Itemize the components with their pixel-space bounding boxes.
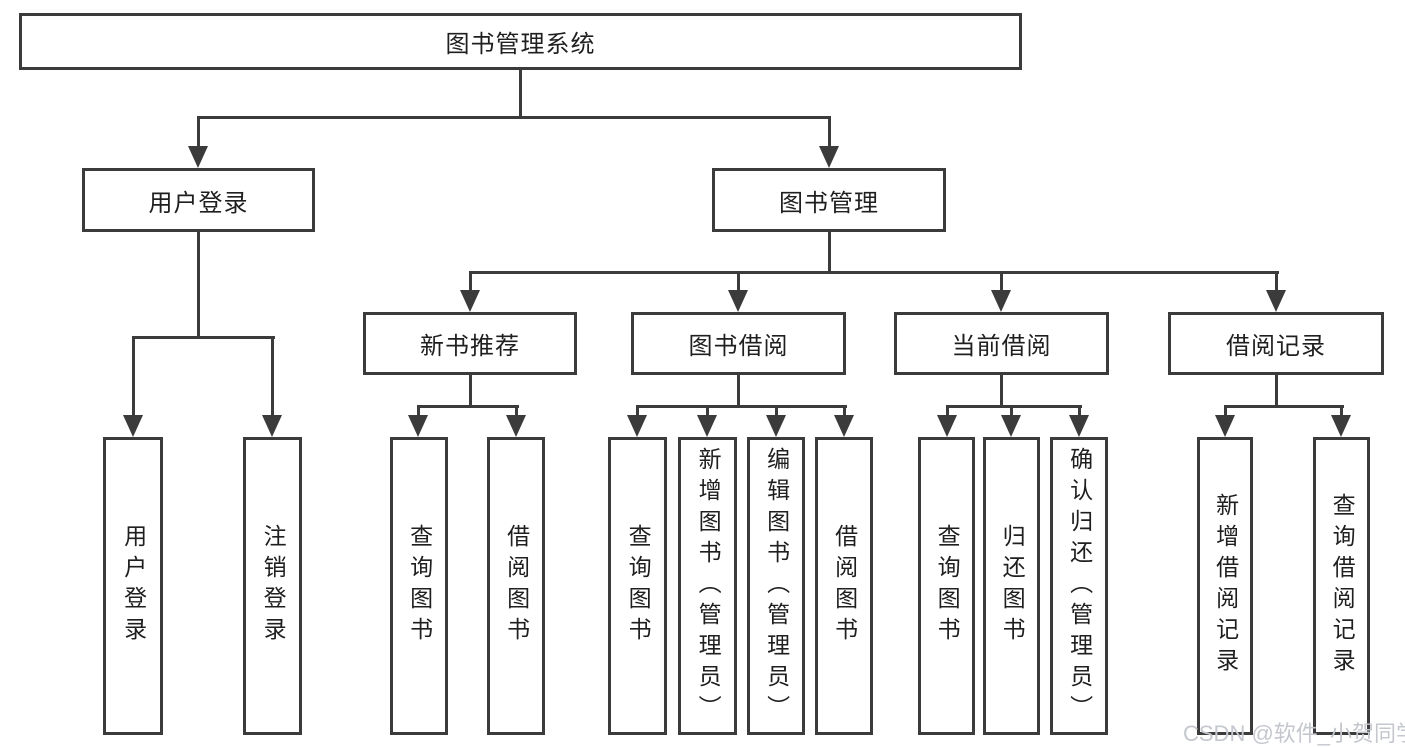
connector-line: [737, 372, 740, 407]
connector-line: [1340, 405, 1343, 417]
arrow-down-icon: [697, 415, 717, 437]
leaf-logout: 注销登录: [243, 437, 302, 735]
connector-line: [1275, 271, 1278, 293]
connector-line: [828, 116, 831, 148]
connector-line: [843, 405, 846, 417]
connector-line: [1000, 372, 1003, 407]
connector-line: [737, 271, 740, 293]
connector-line: [946, 405, 1082, 408]
node-label: 图书借阅: [688, 333, 789, 360]
leaf-confirm-return-admin: 确认归还（管理员）: [1050, 437, 1108, 735]
connector-line: [469, 271, 1279, 274]
connector-line: [417, 405, 420, 417]
leaf-label: 借阅图书: [831, 524, 858, 648]
arrow-down-icon: [819, 146, 839, 168]
arrow-down-icon: [991, 290, 1011, 312]
connector-line: [271, 336, 274, 417]
node-label: 新书推荐: [420, 333, 520, 360]
connector-line: [1000, 271, 1003, 293]
connector-line: [469, 372, 472, 407]
connector-line: [197, 116, 831, 119]
leaf-borrow-books-borrowing: 借阅图书: [815, 437, 873, 735]
connector-line: [519, 67, 522, 118]
leaf-label: 归还图书: [999, 524, 1026, 648]
arrow-down-icon: [460, 290, 480, 312]
connector-line: [1275, 372, 1278, 407]
connector-line: [132, 336, 275, 339]
leaf-label: 新增图书（管理员）: [695, 446, 722, 726]
leaf-query-books-current: 查询图书: [918, 437, 975, 735]
arrow-down-icon: [728, 290, 748, 312]
arrow-down-icon: [506, 415, 526, 437]
leaf-label: 编辑图书（管理员）: [763, 446, 790, 726]
leaf-query-borrow-record: 查询借阅记录: [1313, 437, 1370, 735]
node-new-book-recommend: 新书推荐: [363, 312, 577, 375]
arrow-down-icon: [1266, 290, 1286, 312]
arrow-down-icon: [766, 415, 786, 437]
node-borrowing-records: 借阅记录: [1168, 312, 1384, 375]
node-library-management-system: 图书管理系统: [19, 13, 1022, 70]
leaf-label: 查询借阅记录: [1329, 493, 1356, 679]
node-label: 当前借阅: [951, 333, 1052, 360]
connector-line: [197, 116, 200, 148]
leaf-label: 查询图书: [625, 524, 652, 648]
node-current-borrowing: 当前借阅: [894, 312, 1109, 375]
connector-line: [828, 229, 831, 274]
leaf-label: 注销登录: [260, 524, 287, 648]
leaf-user-login: 用户登录: [103, 437, 163, 735]
connector-line: [417, 405, 519, 408]
leaf-return-book: 归还图书: [983, 437, 1040, 735]
leaf-query-books-borrowing: 查询图书: [608, 437, 667, 735]
leaf-query-books-recommend: 查询图书: [390, 437, 448, 735]
connector-line: [706, 405, 709, 417]
node-label: 图书管理系统: [445, 31, 596, 58]
arrow-down-icon: [123, 415, 143, 437]
leaf-label: 确认归还（管理员）: [1066, 446, 1093, 726]
arrow-down-icon: [1001, 415, 1021, 437]
leaf-label: 新增借阅记录: [1212, 493, 1239, 679]
leaf-label: 查询图书: [406, 524, 433, 648]
connector-line: [1224, 405, 1227, 417]
leaf-label: 查询图书: [934, 524, 961, 648]
node-label: 图书管理: [779, 189, 879, 217]
connector-line: [775, 405, 778, 417]
leaf-label: 用户登录: [120, 524, 147, 648]
leaf-add-book-admin: 新增图书（管理员）: [678, 437, 737, 735]
arrow-down-icon: [627, 415, 647, 437]
arrow-down-icon: [408, 415, 428, 437]
leaf-borrow-books-recommend: 借阅图书: [487, 437, 545, 735]
node-label: 借阅记录: [1226, 333, 1326, 360]
arrow-down-icon: [1331, 415, 1351, 437]
arrow-down-icon: [1215, 415, 1235, 437]
node-label: 用户登录: [148, 189, 249, 217]
connector-line: [1078, 405, 1081, 417]
leaf-label: 借阅图书: [503, 524, 530, 648]
connector-line: [946, 405, 949, 417]
node-user-login: 用户登录: [82, 168, 315, 232]
node-book-management: 图书管理: [712, 168, 946, 232]
arrow-down-icon: [188, 146, 208, 168]
connector-line: [469, 271, 472, 293]
arrow-down-icon: [1069, 415, 1089, 437]
connector-line: [132, 336, 135, 417]
connector-line: [197, 229, 200, 338]
connector-line: [1224, 405, 1344, 408]
connector-line: [636, 405, 847, 408]
arrow-down-icon: [834, 415, 854, 437]
connector-line: [636, 405, 639, 417]
leaf-add-borrow-record: 新增借阅记录: [1197, 437, 1253, 735]
csdn-watermark: CSDN @软件_小贺同学: [1183, 721, 1405, 746]
connector-line: [515, 405, 518, 417]
arrow-down-icon: [262, 415, 282, 437]
arrow-down-icon: [937, 415, 957, 437]
node-book-borrowing: 图书借阅: [631, 312, 846, 375]
leaf-edit-book-admin: 编辑图书（管理员）: [747, 437, 805, 735]
connector-line: [1010, 405, 1013, 417]
